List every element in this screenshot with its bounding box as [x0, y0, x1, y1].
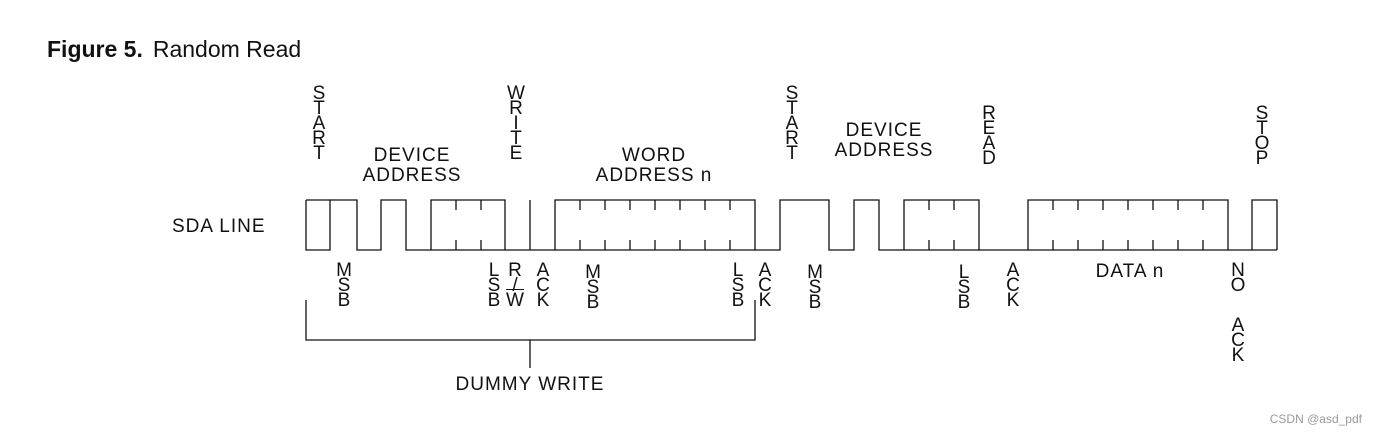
- figure-title: Figure 5. Random Read: [47, 36, 301, 63]
- figure-caption: Random Read: [152, 36, 302, 62]
- data-label: DATA n: [1095, 261, 1165, 282]
- watermark: CSDN @asd_pdf: [1269, 412, 1362, 426]
- bit-separators: [455, 200, 1204, 250]
- rw-label: R/W: [506, 260, 524, 311]
- figure-number: Figure 5.: [47, 36, 143, 62]
- dummy-write-bracket: [305, 300, 756, 368]
- dummy-write-label: DUMMY WRITE: [455, 374, 605, 395]
- sda-waveform: [305, 199, 1278, 251]
- sda-line-label: SDA LINE: [172, 216, 266, 237]
